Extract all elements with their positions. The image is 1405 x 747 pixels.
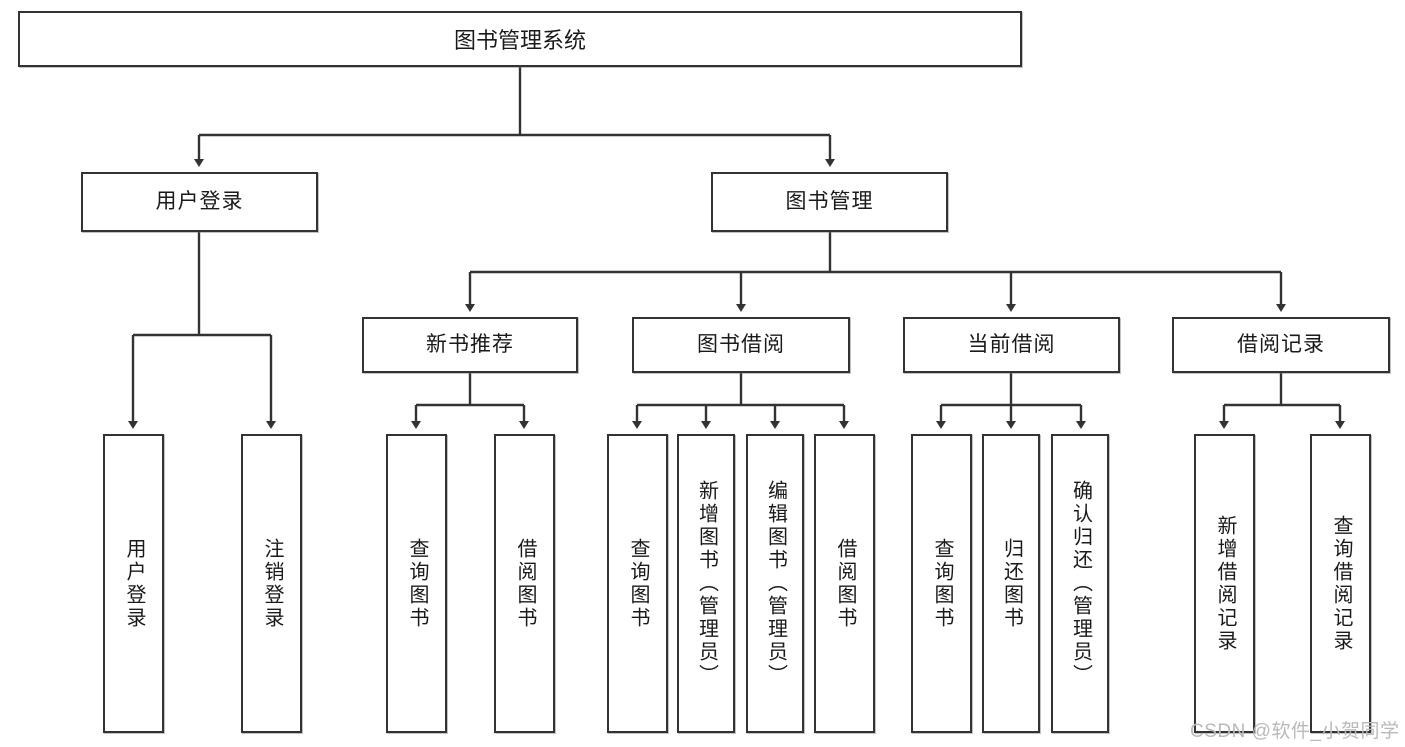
leaf-confirm-return-admin[interactable]: 确认归还（管理员） xyxy=(1051,434,1109,733)
node-label: 新增借阅记录 xyxy=(1214,514,1236,653)
node-label: 注销登录 xyxy=(261,537,283,630)
leaf-borrow-book-borrow[interactable]: 借阅图书 xyxy=(814,434,875,733)
leaf-user-login[interactable]: 用户登录 xyxy=(103,434,164,733)
node-label: 查询图书 xyxy=(627,537,649,630)
node-root-book-management-system[interactable]: 图书管理系统 xyxy=(18,11,1022,67)
node-book-borrow[interactable]: 图书借阅 xyxy=(632,317,850,373)
node-label: 查询图书 xyxy=(406,537,428,630)
node-label: 确认归还（管理员） xyxy=(1069,480,1092,687)
leaf-query-borrow-record[interactable]: 查询借阅记录 xyxy=(1310,434,1371,733)
node-label: 借阅图书 xyxy=(514,537,536,630)
node-user-login[interactable]: 用户登录 xyxy=(81,172,318,232)
leaf-query-book-borrow[interactable]: 查询图书 xyxy=(607,434,668,733)
node-label: 新书推荐 xyxy=(426,333,514,357)
node-label: 编辑图书（管理员） xyxy=(764,480,787,687)
node-label: 借阅记录 xyxy=(1237,333,1325,357)
node-borrow-record[interactable]: 借阅记录 xyxy=(1172,317,1390,373)
node-label: 用户登录 xyxy=(155,190,244,214)
node-label: 查询借阅记录 xyxy=(1330,514,1352,653)
node-label: 图书管理 xyxy=(785,190,874,214)
leaf-logout-login[interactable]: 注销登录 xyxy=(241,434,302,733)
leaf-return-book[interactable]: 归还图书 xyxy=(982,434,1040,733)
leaf-query-book-current[interactable]: 查询图书 xyxy=(911,434,972,733)
leaf-query-book-recommend[interactable]: 查询图书 xyxy=(386,434,447,733)
node-label: 新增图书（管理员） xyxy=(695,480,718,687)
node-label: 图书借阅 xyxy=(697,333,785,357)
node-label: 归还图书 xyxy=(1000,537,1023,630)
node-label: 借阅图书 xyxy=(834,537,856,630)
node-label: 查询图书 xyxy=(931,537,953,630)
node-label: 用户登录 xyxy=(123,537,145,630)
leaf-add-book-admin[interactable]: 新增图书（管理员） xyxy=(677,434,735,733)
node-new-book-recommend[interactable]: 新书推荐 xyxy=(362,317,578,373)
node-label: 当前借阅 xyxy=(967,333,1056,357)
csdn-watermark: CSDN @软件_小贺同学 xyxy=(1190,721,1400,742)
node-book-management[interactable]: 图书管理 xyxy=(711,172,948,232)
leaf-borrow-book-recommend[interactable]: 借阅图书 xyxy=(494,434,555,733)
leaf-edit-book-admin[interactable]: 编辑图书（管理员） xyxy=(746,434,804,733)
node-label: 图书管理系统 xyxy=(453,28,586,53)
node-current-borrow[interactable]: 当前借阅 xyxy=(903,317,1120,373)
leaf-add-borrow-record[interactable]: 新增借阅记录 xyxy=(1194,434,1255,733)
